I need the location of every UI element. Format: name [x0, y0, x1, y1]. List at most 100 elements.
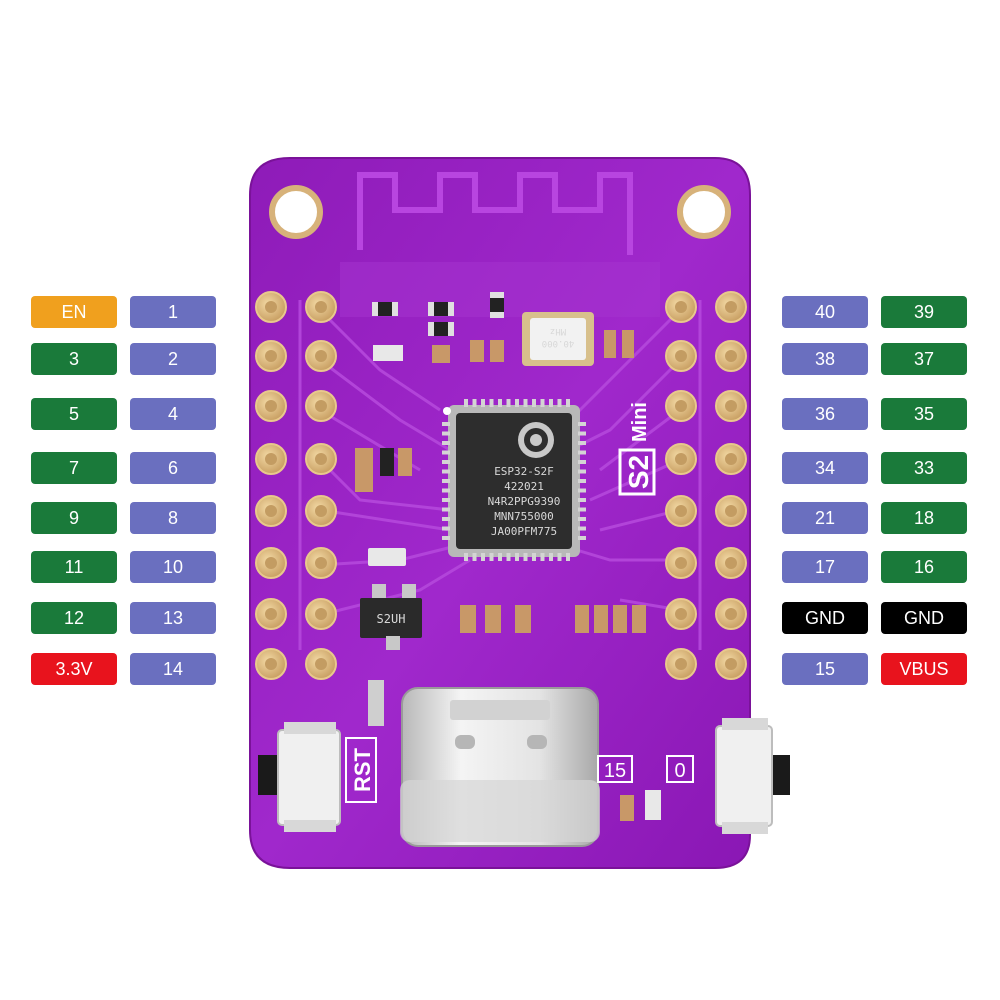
pin-label-left-outer-3: 7 — [31, 452, 117, 484]
pin-label-right-outer-4: 18 — [881, 502, 967, 534]
header-pad-hole — [265, 453, 277, 465]
btn-15-label: 15 — [604, 760, 626, 782]
chip-pin — [532, 553, 536, 561]
header-pad-hole — [725, 400, 737, 412]
header-pad-hole — [675, 400, 687, 412]
chip-pin — [532, 399, 536, 407]
pin-label-right-outer-7: VBUS — [881, 653, 967, 685]
chip-pin — [464, 553, 468, 561]
chip-pin — [578, 460, 586, 464]
chip-line-4: MNN755000 — [494, 510, 554, 523]
chip-pin — [498, 553, 502, 561]
crystal-unit: MHz — [550, 326, 566, 336]
chip-pin — [442, 517, 450, 521]
rst-label: RST — [350, 747, 375, 792]
chip-pin — [472, 399, 477, 407]
header-pads — [255, 291, 747, 680]
chip-pin — [498, 399, 502, 407]
chip-pin — [472, 553, 477, 561]
antenna-trace — [357, 172, 633, 255]
header-pad-hole — [315, 400, 327, 412]
header-pad-hole — [315, 350, 327, 362]
chip-pin — [442, 479, 450, 483]
reset-button — [258, 722, 341, 832]
header-pad-hole — [265, 350, 277, 362]
chip-pin — [523, 399, 528, 407]
header-pad-hole — [725, 557, 737, 569]
header-pad-hole — [725, 350, 737, 362]
chip-pin — [566, 399, 570, 407]
esp32-chip-text: ESP32-S2F 422021 N4R2PPG9390 MNN755000 J… — [488, 465, 561, 538]
pin-label-right-inner-7: 15 — [782, 653, 868, 685]
pin-label-left-outer-7: 3.3V — [31, 653, 117, 685]
pin-label-right-inner-3: 34 — [782, 452, 868, 484]
esp32-chip — [442, 399, 586, 561]
crystal-oscillator: 40.000 MHz — [522, 312, 594, 366]
chip-pin — [578, 488, 586, 493]
mount-hole-left — [269, 185, 323, 239]
header-pad-hole — [725, 301, 737, 313]
header-pad-hole — [675, 301, 687, 313]
header-pad-hole — [315, 505, 327, 517]
chip-pin — [442, 450, 450, 455]
pin-label-left-inner-0: 1 — [130, 296, 216, 328]
header-pad-hole — [675, 350, 687, 362]
chip-pin — [442, 422, 450, 426]
pin-label-right-outer-6: GND — [881, 602, 967, 634]
chip-pin — [578, 479, 586, 483]
header-pad-hole — [265, 400, 277, 412]
pin-label-right-outer-0: 39 — [881, 296, 967, 328]
chip-pin — [442, 469, 450, 474]
chip-pin — [442, 488, 450, 493]
pin-label-right-inner-1: 38 — [782, 343, 868, 375]
chip-pin — [566, 553, 570, 561]
boot-button — [715, 718, 790, 834]
pin-label-right-inner-0: 40 — [782, 296, 868, 328]
btn-0-label: 0 — [674, 760, 685, 782]
model-sub-label: Mini — [629, 402, 651, 442]
header-pad-hole — [265, 658, 277, 670]
chip-pin — [481, 399, 485, 407]
chip-pin — [523, 553, 528, 561]
header-pad-hole — [675, 608, 687, 620]
chip-line-1: ESP32-S2F — [494, 465, 554, 478]
pin-label-left-outer-0: EN — [31, 296, 117, 328]
chip-pin — [578, 536, 586, 540]
chip-pin — [464, 399, 468, 407]
header-pad-hole — [315, 557, 327, 569]
header-pad-hole — [725, 608, 737, 620]
chip-pin — [506, 553, 511, 561]
chip-pin — [549, 399, 553, 407]
chip-pin — [515, 553, 519, 561]
header-pad-hole — [265, 301, 277, 313]
pin-label-left-outer-4: 9 — [31, 502, 117, 534]
chip-pin — [540, 553, 545, 561]
pin-label-right-outer-3: 33 — [881, 452, 967, 484]
header-pad-hole — [315, 658, 327, 670]
chip-pin — [489, 399, 494, 407]
chip-pin — [442, 526, 450, 531]
usb-c-connector — [400, 687, 600, 847]
header-pad-hole — [725, 453, 737, 465]
chip-line-5: JA00PFM775 — [491, 525, 557, 538]
header-pad-hole — [265, 608, 277, 620]
pin-label-left-inner-6: 13 — [130, 602, 216, 634]
chip-pin — [506, 399, 511, 407]
chip-line-2: 422021 — [504, 480, 544, 493]
model-main-label: S2 — [623, 455, 654, 489]
header-pad-hole — [265, 505, 277, 517]
pin-label-left-outer-1: 3 — [31, 343, 117, 375]
header-pad-hole — [315, 453, 327, 465]
chip-pin — [489, 553, 494, 561]
pin-label-left-inner-7: 14 — [130, 653, 216, 685]
pin-label-right-inner-6: GND — [782, 602, 868, 634]
chip-pin — [557, 553, 562, 561]
chip-pin — [442, 431, 450, 436]
pin-label-left-outer-2: 5 — [31, 398, 117, 430]
btn-15-box — [597, 755, 633, 783]
header-pad-hole — [315, 608, 327, 620]
header-pad-hole — [675, 658, 687, 670]
pcb-traces — [298, 300, 702, 650]
smd-components — [355, 292, 661, 821]
